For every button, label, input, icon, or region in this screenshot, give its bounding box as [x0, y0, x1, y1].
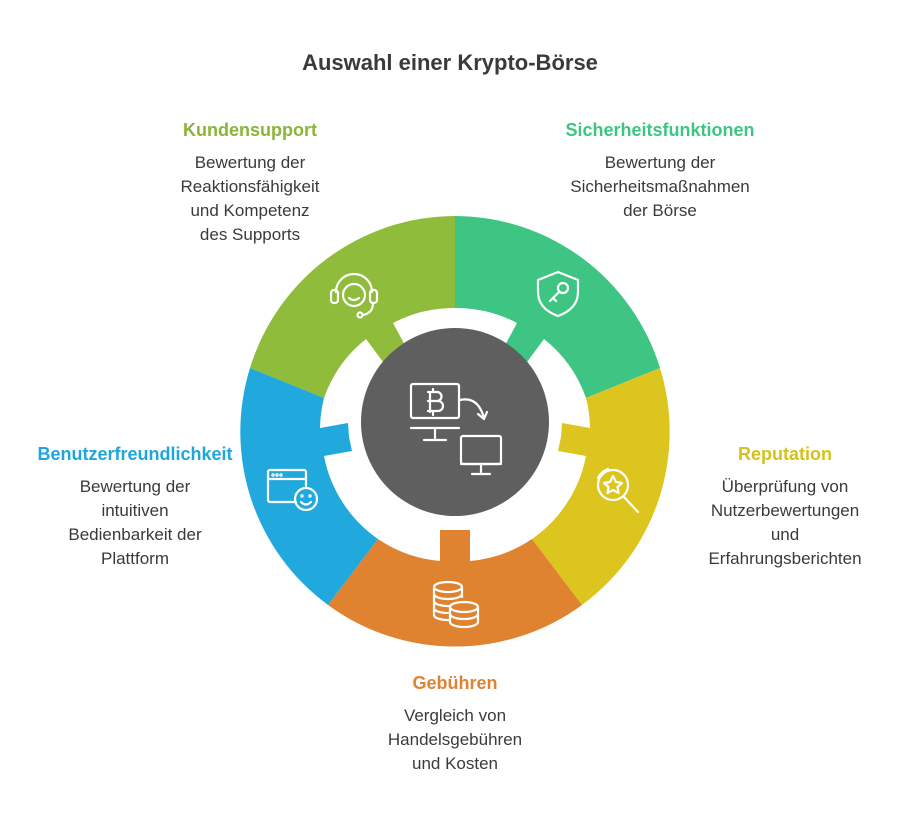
segment-sicherheit: [455, 216, 660, 398]
browser-smiley-icon: [266, 468, 319, 512]
reputation-title: Reputation: [738, 444, 832, 464]
gebuehren-block: Gebühren Vergleich von Handelsgebühren u…: [345, 673, 565, 776]
segment-benutzer: [240, 368, 378, 605]
headset-icon: [329, 272, 379, 319]
star-magnifier-icon: [596, 467, 640, 514]
reputation-description: Überprüfung von Nutzerbewertungen und Er…: [708, 477, 862, 568]
benutzer-block: Benutzerfreundlichkeit Bewertung der int…: [10, 444, 260, 571]
reputation-block: Reputation Überprüfung von Nutzerbewertu…: [680, 444, 890, 571]
bitcoin-transfer-icon: [409, 382, 503, 476]
benutzer-description: Bewertung der intuitiven Bedienbarkeit d…: [68, 477, 202, 568]
coin-stack-icon: [432, 580, 480, 629]
page-title: Auswahl einer Krypto-Börse: [302, 50, 598, 75]
sicherheit-description: Bewertung der Sicherheitsmaßnahmen der B…: [570, 153, 750, 220]
shield-key-icon: [536, 270, 580, 318]
sicherheit-block: Sicherheitsfunktionen Bewertung der Sich…: [530, 120, 790, 223]
benutzer-title: Benutzerfreundlichkeit: [37, 444, 233, 464]
kundensupport-description: Bewertung der Reaktionsfähigkeit und Kom…: [180, 153, 320, 244]
sicherheit-title: Sicherheitsfunktionen: [565, 120, 755, 140]
gebuehren-title: Gebühren: [412, 673, 498, 693]
gebuehren-description: Vergleich von Handelsgebühren und Kosten: [387, 706, 523, 773]
center-circle: [361, 328, 549, 516]
kundensupport-block: Kundensupport Bewertung der Reaktionsfäh…: [140, 120, 360, 247]
segment-gebuehren: [328, 530, 582, 647]
segment-reputation: [532, 368, 670, 605]
kundensupport-title: Kundensupport: [183, 120, 317, 140]
